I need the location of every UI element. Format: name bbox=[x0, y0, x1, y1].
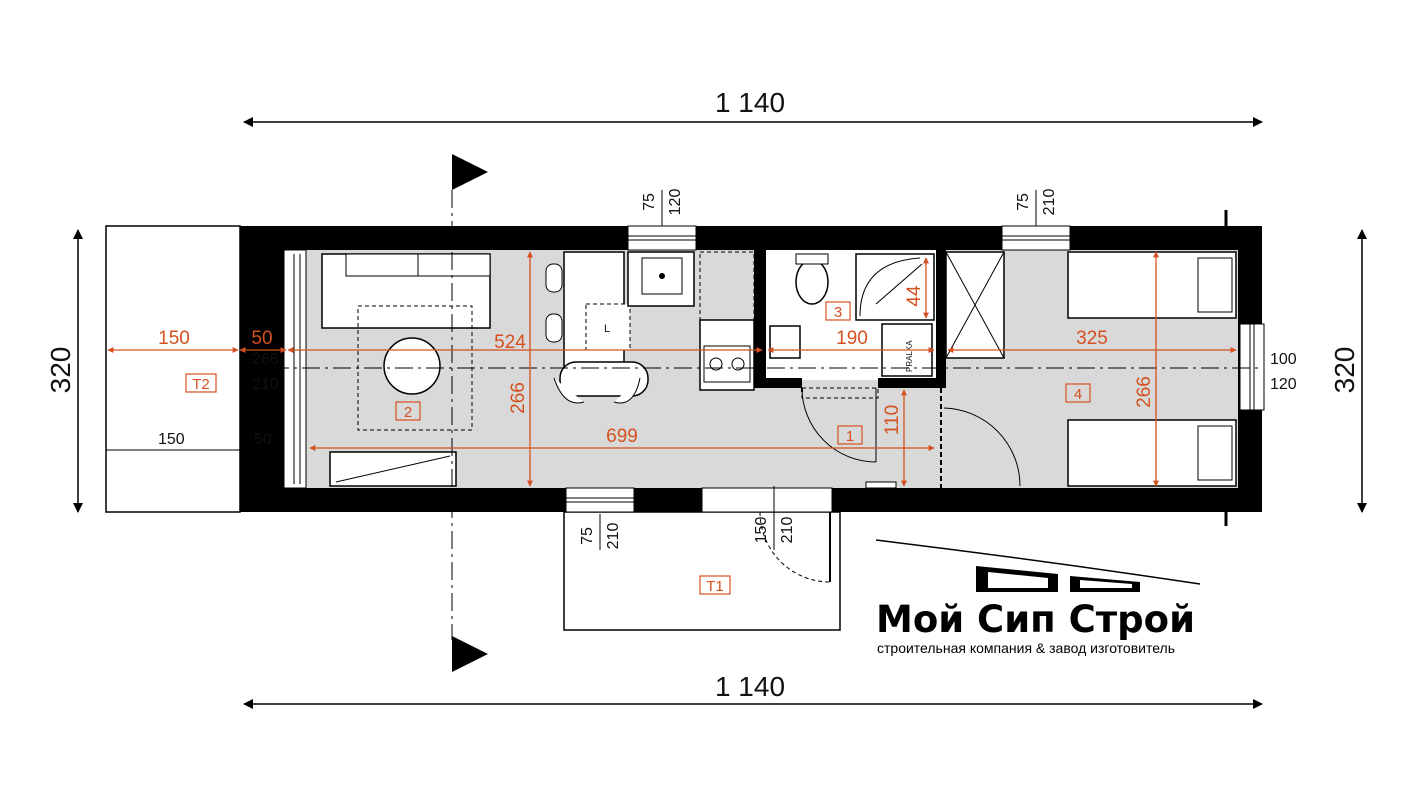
stool-1 bbox=[545, 263, 563, 293]
coffee-table bbox=[383, 337, 441, 395]
tag-2: 2 bbox=[404, 404, 412, 421]
section-marker-top bbox=[452, 154, 488, 190]
section-marker-bottom bbox=[452, 636, 488, 672]
tag-t2: T2 bbox=[192, 376, 210, 393]
entry-door-label: 150 210 bbox=[753, 486, 796, 550]
sink-drain bbox=[659, 273, 665, 279]
bed-top-pillow bbox=[1197, 257, 1233, 313]
tag-t2-box bbox=[185, 373, 217, 393]
entry-door-h-label: 210 bbox=[779, 517, 796, 544]
window-right-h-label: 120 bbox=[1270, 376, 1297, 393]
chair-1 bbox=[553, 377, 585, 404]
tag-3-box bbox=[825, 301, 851, 321]
wall-bath-left bbox=[754, 250, 766, 386]
burner-2 bbox=[731, 357, 745, 371]
dim-t2-width-label: 150 bbox=[158, 328, 190, 349]
dim-living-length-label: 524 bbox=[494, 332, 526, 353]
entry-door-w-label: 150 bbox=[753, 517, 770, 544]
kitchen-window-w-label: 75 bbox=[641, 193, 658, 211]
logo-roof-line bbox=[875, 539, 1201, 585]
wall-top bbox=[240, 226, 1262, 250]
terrace-t2 bbox=[105, 225, 241, 513]
tag-3: 3 bbox=[834, 304, 842, 321]
gap-lower-label: 50 bbox=[254, 431, 272, 448]
dim-corridor-height-label: 110 bbox=[882, 405, 903, 435]
window-right[interactable] bbox=[1239, 323, 1265, 411]
bedroom-door-swing[interactable] bbox=[943, 407, 1021, 487]
fridge bbox=[585, 303, 631, 351]
front-window-w-label: 75 bbox=[579, 527, 596, 545]
front-window-h-label: 210 bbox=[605, 523, 622, 550]
dim-bedroom-height-label: 266 bbox=[1134, 376, 1155, 408]
entry-door-opening[interactable] bbox=[701, 487, 833, 513]
front-window-label: 75 210 bbox=[579, 514, 622, 550]
corridor-closet bbox=[801, 387, 879, 399]
toilet-tank bbox=[795, 253, 829, 265]
kitchen-window-h-label: 120 bbox=[667, 189, 684, 216]
window-right-w-label: 100 bbox=[1270, 351, 1297, 368]
tag-t1: T1 bbox=[706, 578, 724, 595]
washer-label: PRALKA bbox=[905, 340, 914, 372]
tag-4-box bbox=[1065, 383, 1091, 403]
dining-table bbox=[559, 361, 649, 397]
wall-left bbox=[240, 226, 284, 512]
radiator bbox=[865, 481, 897, 489]
dim-gap-width-label: 50 bbox=[251, 328, 272, 349]
burner-1 bbox=[709, 357, 723, 371]
company-tagline: строительная компания & завод изготовите… bbox=[877, 640, 1176, 656]
company-name: Мой Сип Строй bbox=[876, 598, 1195, 641]
wall-bath-right bbox=[936, 250, 946, 388]
dim-living-height-label: 266 bbox=[508, 382, 529, 414]
door-left-opening[interactable] bbox=[283, 249, 307, 489]
orange-dimensions bbox=[107, 251, 1237, 487]
dim-right-label: 320 bbox=[1329, 347, 1360, 394]
stool-2 bbox=[545, 313, 563, 343]
dim-shower-label: 44 bbox=[904, 285, 925, 307]
shower-curve bbox=[859, 257, 921, 317]
tag-1-box bbox=[837, 425, 863, 445]
dim-corridor-length-label: 699 bbox=[606, 426, 638, 447]
logo-shape-2-inner bbox=[1080, 580, 1132, 588]
tag-2-box bbox=[395, 401, 421, 421]
chair-2 bbox=[613, 377, 641, 404]
window-bedroom[interactable] bbox=[1001, 225, 1071, 251]
dim-bath-width-label: 190 bbox=[836, 328, 868, 349]
room-tags: 1 2 3 4 T1 T2 bbox=[185, 301, 1091, 595]
dim-left-label: 320 bbox=[45, 347, 76, 394]
bench-diag bbox=[335, 455, 451, 483]
bath-door-swing[interactable] bbox=[801, 387, 877, 463]
cooktop bbox=[703, 345, 751, 383]
fridge-label: L bbox=[604, 323, 610, 335]
toilet bbox=[795, 259, 829, 305]
wall-bath-bottom-right bbox=[878, 378, 938, 388]
bedroom-window-h-label: 210 bbox=[1041, 189, 1058, 216]
door-left-w-label: 266 bbox=[252, 351, 279, 368]
dim-bedroom-width-label: 325 bbox=[1076, 328, 1108, 349]
wall-bath-bottom-left bbox=[754, 378, 802, 388]
dim-top-label: 1 140 bbox=[715, 87, 785, 118]
bedroom-window-w-label: 75 bbox=[1015, 193, 1032, 211]
bed-bottom-pillow bbox=[1197, 425, 1233, 481]
tag-1: 1 bbox=[846, 428, 854, 445]
shower-diag bbox=[875, 263, 923, 305]
t2-lower-label: 150 bbox=[158, 431, 185, 448]
tag-t1-box bbox=[699, 575, 731, 595]
door-left-h-label: 210 bbox=[252, 376, 279, 393]
cabinet-dashed bbox=[699, 251, 755, 321]
bedroom-window-label: 75 210 bbox=[1015, 189, 1058, 226]
window-kitchen[interactable] bbox=[627, 225, 697, 251]
bath-sink bbox=[769, 325, 801, 359]
logo-shape-1-inner bbox=[988, 572, 1048, 588]
wardrobe-x2 bbox=[945, 251, 1005, 359]
window-front[interactable] bbox=[565, 487, 635, 513]
logo-graphic bbox=[875, 539, 1201, 592]
dim-bottom-label: 1 140 bbox=[715, 671, 785, 702]
kitchen-sink bbox=[641, 257, 683, 295]
tag-4: 4 bbox=[1074, 386, 1082, 403]
kitchen-window-label: 75 120 bbox=[641, 189, 684, 226]
